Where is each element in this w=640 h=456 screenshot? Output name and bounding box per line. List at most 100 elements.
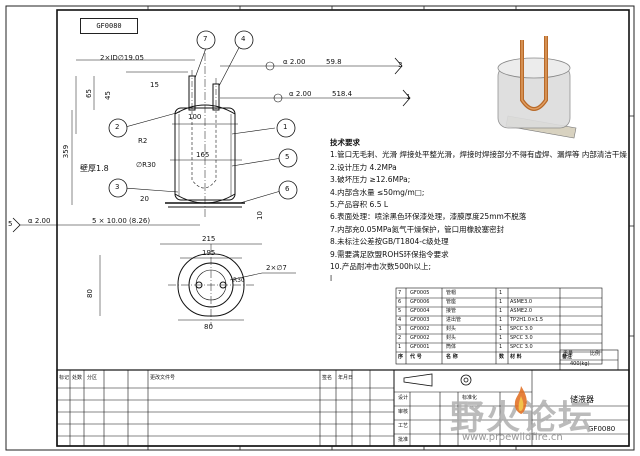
balloon-7 <box>196 30 216 50</box>
title-block-header-cell: 签名 <box>322 375 333 381</box>
isometric-view <box>497 36 577 139</box>
dim-215: 215 <box>202 235 216 243</box>
bom-header-cell: 代 号 <box>410 354 422 360</box>
outer-frame <box>5 5 635 451</box>
bom-cell: SPCC 3.0 <box>510 335 533 341</box>
dim-10: 10 <box>255 211 264 220</box>
alpha-1: α 2.00 <box>283 58 306 66</box>
bottom-view <box>99 243 296 326</box>
balloon-label-3: 3 <box>115 183 120 191</box>
zone-ticks <box>147 6 634 450</box>
dim-65: 65 <box>84 89 93 98</box>
balloon-label-2: 2 <box>115 123 120 131</box>
bom-header-cell: 名 称 <box>446 354 458 360</box>
scale-label: 比例 <box>590 351 601 357</box>
note-line: 3.破坏压力 ≥12.6MPa; <box>330 175 411 185</box>
bom-cell: 封头 <box>446 335 457 341</box>
dim-80-height: 80 <box>85 289 94 298</box>
hole-dim: 2×∅7 <box>266 264 287 272</box>
bom-cell: 3 <box>398 326 402 332</box>
technical-requirements: 技术要求 1.管口无毛刺、光滑 焊接处平整光滑，焊接时焊接部分不得有虚焊、漏焊等… <box>330 137 627 286</box>
tb-check: 审核 <box>398 409 409 415</box>
balloons <box>108 30 298 200</box>
length-2: 518.4 <box>332 90 353 98</box>
note-line: 10.产品耐冲击次数500h以上; <box>330 262 432 272</box>
note-line: 5.产品容积 6.5 L <box>330 200 389 210</box>
note-line: 2.设计压力 4.2MPa <box>330 162 397 172</box>
bom-cell: GF0003 <box>410 317 430 323</box>
balloon-label-7: 7 <box>203 35 208 43</box>
watermark-url: www.proewildfire.cn <box>462 432 563 443</box>
bom-cell: GF0002 <box>410 335 430 341</box>
bom-cell: GF0001 <box>410 344 430 350</box>
bom-header-cell: 备注 <box>562 354 573 360</box>
length-1: 59.8 <box>326 58 342 66</box>
tb-process: 工艺 <box>398 423 409 429</box>
bom-cell: 进出管 <box>446 317 462 323</box>
flame-icon <box>514 386 528 414</box>
bom-cell: 封头 <box>446 326 457 332</box>
bom-cell: 2 <box>398 335 402 341</box>
bom-header-cell: 数 <box>499 354 505 360</box>
dim-195: 195 <box>202 249 216 257</box>
bom-cell: 筒体 <box>446 344 457 350</box>
bom-cell: 1 <box>499 308 503 314</box>
projection-symbol-icon <box>403 373 472 387</box>
balloon-6 <box>278 180 298 200</box>
note-line: 4.内部含水量 ≤50mg/m□; <box>330 187 425 197</box>
r2-dim: R2 <box>138 137 148 145</box>
note-line: 7.内部充0.05MPa氮气干燥保护，管口用橡胶塞密封 <box>330 224 505 234</box>
ref-1: 1 <box>406 93 411 101</box>
dim-20: 20 <box>140 195 149 203</box>
bom-cell: SPCC 3.0 <box>510 344 533 350</box>
weight-value: 400(kg) <box>570 361 590 367</box>
tb-doc-name: 储液器 <box>570 395 594 404</box>
bom-cell: GF0006 <box>410 299 430 305</box>
tb-design: 设计 <box>398 395 409 401</box>
bom-cell: 1 <box>499 335 503 341</box>
bom-header-cell: 材 料 <box>510 354 522 360</box>
bom-cell: GF0004 <box>410 308 430 314</box>
bend-radius: ∅R30 <box>136 161 156 169</box>
ref-3: 3 <box>398 61 403 69</box>
bom-cell: ASME2.0 <box>510 308 533 314</box>
bom-cell: 1 <box>499 299 503 305</box>
ref-5: 5 <box>8 220 13 228</box>
bom-cell: 1 <box>398 344 402 350</box>
dim-45: 45 <box>103 91 112 100</box>
dim-15: 15 <box>150 81 159 89</box>
title-block-header-cell: 处数 <box>72 375 83 381</box>
bom-table <box>395 287 619 371</box>
note-line: 1.管口无毛刺、光滑 焊接处平整光滑，焊接时焊接部分不得有虚焊、漏焊等 内部清洁… <box>330 150 627 160</box>
drawing-number-box: GF0080 <box>80 18 138 34</box>
notes-title: 技术要求 <box>330 138 360 147</box>
balloon-1 <box>276 118 296 138</box>
alpha-3: α 2.00 <box>28 217 51 225</box>
note-line: 6.表面处理：喷涂黑色环保漆处理，漆膜厚度25mm不脱落 <box>330 212 527 222</box>
balloon-label-4: 4 <box>241 35 246 43</box>
title-block-header-cell: 更改文件号 <box>150 375 176 381</box>
tb-approve: 批准 <box>398 437 409 443</box>
dim-359: 359 <box>62 144 71 159</box>
note-line: 9.需要满足欧盟ROHS环保指令要求 <box>330 249 449 259</box>
bom-cell: 1 <box>499 344 503 350</box>
tb-std: 标准化 <box>462 395 478 401</box>
bom-cell: GF0005 <box>410 290 430 296</box>
title-block-header-cell: 年月日 <box>338 375 354 381</box>
wall-thickness: 壁厚1.8 <box>80 164 109 173</box>
bom-cell: GF0002 <box>410 326 430 332</box>
bom-cell: 1 <box>499 290 503 296</box>
bom-cell: 管座 <box>446 299 457 305</box>
bom-cell: 7 <box>398 290 402 296</box>
bom-header-cell: 序 <box>398 354 404 360</box>
bom-cell: TP2H1.0×1.5 <box>510 317 544 323</box>
bom-cell: 5 <box>398 308 402 314</box>
pipe-diameter-dim: 2×ID∅19.05 <box>100 54 144 62</box>
alpha-2: α 2.00 <box>289 90 312 98</box>
note-line: l <box>330 274 333 284</box>
bom-cell: SPCC 3.0 <box>510 326 533 332</box>
bom-cell: 接管 <box>446 308 457 314</box>
bom-cell: 6 <box>398 299 402 305</box>
balloon-5 <box>278 148 298 168</box>
